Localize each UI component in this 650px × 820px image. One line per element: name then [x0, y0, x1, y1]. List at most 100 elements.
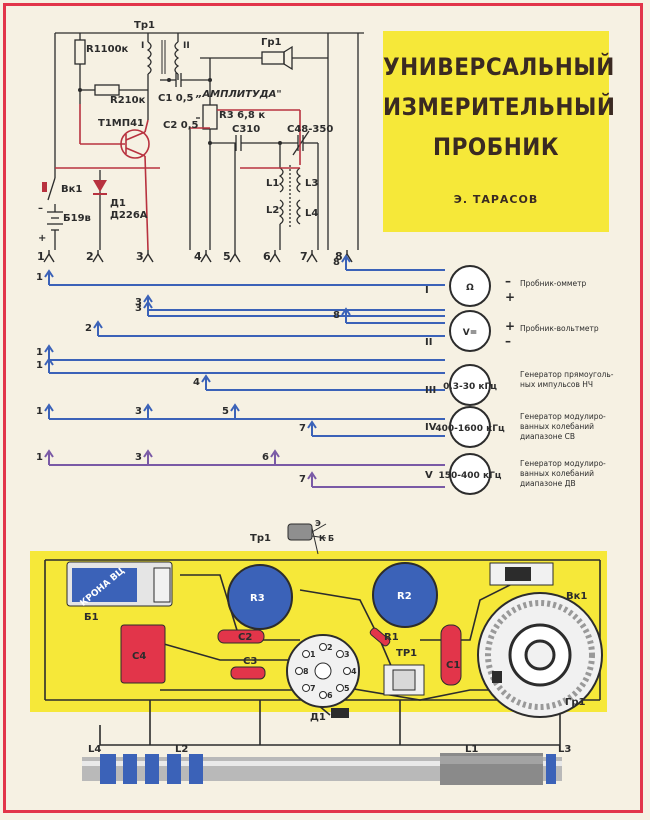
- mode-V-symbol: 150-400 кГц: [439, 453, 502, 495]
- label-d1: Д1: [110, 198, 126, 209]
- board-label-c1: С1: [446, 660, 460, 671]
- mode-III-symbol: 0,3-30 кГц: [443, 364, 497, 406]
- label-l2: L2: [266, 205, 279, 216]
- socket-pin: [343, 667, 351, 675]
- mode-symbol-text: V=: [463, 328, 478, 338]
- mode-pin-label: 1: [36, 347, 43, 358]
- board-label-c3: С3: [243, 656, 257, 667]
- socket-pin: [302, 683, 311, 692]
- mode-symbol-text: 400-1600 кГц: [435, 424, 505, 434]
- label-tr1-primary: I: [141, 41, 144, 51]
- socket-pin: [295, 667, 303, 675]
- label-plus: +: [38, 233, 46, 244]
- title-box: УНИВЕРСАЛЬНЫЙ ИЗМЕРИТЕЛЬНЫЙ ПРОБНИК Э. Т…: [383, 31, 615, 232]
- connector-pins: 1 2 3 4 5 6 7 8: [37, 250, 353, 263]
- board-pin-b: Б: [328, 534, 334, 543]
- board-label-r3: R3: [250, 593, 265, 604]
- transistor-tr1: [287, 523, 327, 555]
- socket-pin-label: 6: [327, 691, 333, 700]
- pin-6: 6: [263, 250, 281, 263]
- mode-pin-label: 3: [135, 297, 142, 308]
- polarity-mark: –: [505, 274, 511, 288]
- board-pin-k: К: [319, 534, 326, 543]
- board-label-b1: Б1: [84, 612, 99, 623]
- label-gr1: Гр1: [261, 37, 282, 48]
- pin-label: 3: [136, 250, 144, 263]
- mode-label-line: ных импульсов НЧ: [520, 380, 593, 389]
- label-r2: R210к: [110, 95, 146, 106]
- label-c1: С1 0,5: [158, 93, 194, 104]
- pin-label: 7: [300, 250, 308, 263]
- diode-icon: [93, 180, 107, 192]
- board-label-r1: R1: [384, 632, 399, 643]
- socket-pin-label: 8: [303, 667, 309, 676]
- battery: КРОНА ВЦ: [66, 561, 173, 609]
- socket-pin-label: 3: [344, 650, 350, 659]
- title-line-3: ПРОБНИК: [433, 133, 559, 161]
- pin-label: 2: [86, 250, 94, 263]
- board-label-l4: L4: [88, 744, 101, 755]
- mode-pin-label: 1: [36, 452, 43, 463]
- mode-lines: 813ΩIПробник-омметр3821V=IIПробник-вольт…: [36, 254, 614, 495]
- mode-pin-label: 1: [36, 272, 43, 283]
- socket-pin-label: 7: [310, 684, 316, 693]
- board-label-tr1: Тр1: [250, 533, 271, 544]
- label-c4: С48-350: [287, 124, 333, 135]
- pin-4: 4: [194, 250, 212, 263]
- mode-symbol-text: 150-400 кГц: [439, 471, 502, 481]
- label-r3: R3 6,8 к: [219, 110, 265, 121]
- mode-label-line: диапазоне СВ: [520, 432, 575, 441]
- pin-label: 8: [335, 250, 343, 263]
- socket-pin-label: 4: [351, 667, 357, 676]
- mode-label-line: ванных колебаний: [520, 469, 594, 478]
- pin-label: 4: [194, 250, 202, 263]
- socket-pin: [319, 643, 327, 651]
- socket-pin: [335, 650, 344, 659]
- label-vk1: Вк1: [61, 184, 82, 195]
- speaker-gr1: [477, 592, 603, 718]
- transistor-wiring: [55, 104, 301, 251]
- pin-1: 1: [37, 250, 55, 263]
- author: Э. ТАРАСОВ: [453, 193, 539, 206]
- pin-2: 2: [86, 250, 104, 263]
- mode-pin-label: 6: [262, 452, 269, 463]
- board-label-l1: L1: [465, 744, 478, 755]
- red-border: [3, 3, 643, 813]
- mode-pin-label: 7: [299, 423, 306, 434]
- pin-5: 5: [223, 250, 241, 263]
- board-label-c4: С4: [132, 651, 146, 662]
- label-b1: Б19в: [63, 213, 91, 224]
- pin-label: 1: [37, 250, 45, 263]
- label-c3: С310: [232, 124, 260, 135]
- label-d1-type: Д226А: [110, 210, 148, 221]
- polarity-mark: +: [505, 290, 515, 304]
- socket-pin-label: 1: [310, 650, 316, 659]
- resistor-r1: [369, 627, 391, 647]
- mode-pin-label: 2: [85, 323, 92, 334]
- title-line-1: УНИВЕРСАЛЬНЫЙ: [383, 53, 615, 81]
- mode-roman: V: [425, 470, 433, 481]
- board-label-r2: R2: [397, 591, 412, 602]
- mode-symbol-text: Ω: [466, 283, 474, 293]
- mode-label-line: ванных колебаний: [520, 422, 594, 431]
- board-pin-e: Э: [315, 519, 321, 528]
- label-l1: L1: [266, 178, 279, 189]
- r3-potentiometer: [227, 564, 293, 630]
- transformer-board: [383, 664, 425, 696]
- mode-roman: II: [425, 337, 432, 348]
- schematic-wires: [47, 32, 364, 250]
- ferrite-rod: [82, 753, 562, 785]
- mode-label-line: Генератор модулиро-: [520, 412, 606, 421]
- label-l4: L4: [305, 208, 318, 219]
- label-r1: R1100к: [86, 44, 129, 55]
- board-label-c2: С2: [238, 632, 252, 643]
- mode-pin-label: 5: [222, 406, 229, 417]
- pin-3: 3: [136, 250, 154, 263]
